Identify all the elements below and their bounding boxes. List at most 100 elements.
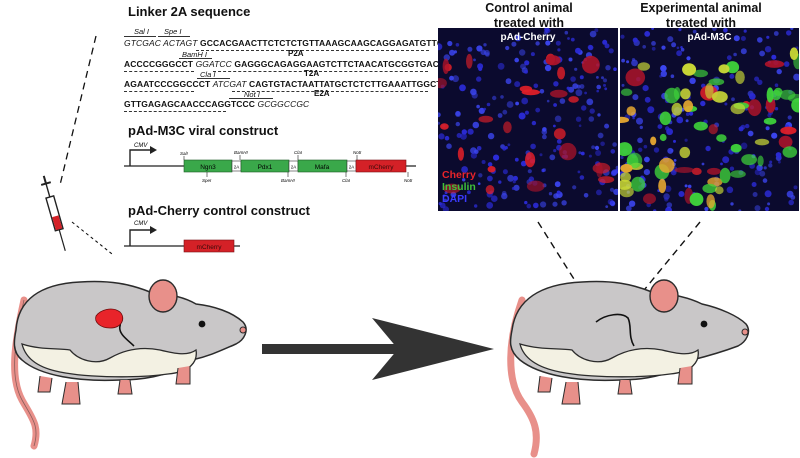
nucleus-dot: [773, 31, 779, 36]
nucleus-dot: [513, 175, 518, 181]
promoter-arrowhead-icon-2: [150, 226, 157, 234]
legend-dapi: DAPI: [442, 193, 468, 205]
control-column-title: Control animal treated with: [454, 1, 604, 31]
nucleus-dot: [733, 35, 740, 42]
nucleus-dot: [578, 151, 582, 155]
nucleus-dot: [492, 95, 497, 101]
cherry-construct-diagram: CMV mCherry: [124, 221, 240, 253]
nucleus-dot: [518, 112, 526, 120]
nucleus-dot: [443, 198, 447, 202]
nucleus-dot: [554, 115, 562, 123]
nucleus-dot: [591, 145, 595, 150]
nucleus-dot: [671, 42, 677, 48]
nucleus-dot: [487, 132, 495, 140]
nucleus-dot: [601, 76, 604, 80]
nucleus-dot: [438, 43, 443, 51]
cherry-cell: [443, 183, 461, 194]
nucleus-dot: [544, 64, 552, 72]
spe-i-site-bar: [158, 36, 190, 37]
nucleus-dot: [726, 186, 734, 194]
insulin-cell: [705, 83, 714, 99]
experimental-micrograph-cells: [620, 28, 799, 211]
nucleus-dot: [486, 102, 491, 107]
nucleus-dot: [442, 194, 446, 198]
e2a-underline: [232, 91, 428, 92]
nucleus-dot: [754, 76, 760, 82]
not-i-site-bar: [229, 98, 273, 99]
nucleus-dot: [666, 202, 673, 208]
insulin-cell: [620, 186, 634, 198]
nucleus-dot: [579, 175, 585, 180]
nucleus-dot: [673, 139, 676, 143]
experimental-panel-label: pAd-M3C: [687, 32, 732, 43]
control-panel-label: pAd-Cherry: [500, 32, 556, 43]
nucleus-dot: [700, 100, 706, 107]
nucleus-dot: [514, 57, 519, 63]
dashed-line-syringe-to-cherry: [71, 221, 113, 255]
nucleus-dot: [447, 40, 453, 47]
nucleus-dot: [596, 189, 602, 196]
nucleus-dot: [680, 47, 685, 52]
nucleus-dot: [556, 139, 562, 144]
insulin-cell: [689, 192, 704, 206]
nucleus-dot: [545, 40, 551, 46]
nucleus-dot: [588, 116, 595, 122]
nucleus-dot: [676, 46, 680, 50]
nucleus-dot: [603, 78, 607, 83]
nucleus-dot: [575, 89, 583, 97]
nucleus-dot: [767, 113, 772, 118]
sequence-p2a-part: GCCACGAACTTCTCTCTGTTAAAGCAAGCAGGAGATGTTG…: [200, 38, 482, 48]
nucleus-dot: [438, 133, 445, 140]
nucleus-dot: [639, 125, 643, 130]
nucleus-dot: [584, 91, 587, 95]
nucleus-dot: [514, 34, 522, 42]
nucleus-dot: [535, 41, 540, 46]
gene-mcherry-label: mCherry: [369, 164, 395, 171]
cmv-promoter-arrow: [129, 149, 150, 166]
nucleus-dot: [557, 48, 561, 52]
m3c-construct-title: pAd-M3C viral construct: [128, 123, 279, 138]
cherry-cell: [438, 78, 447, 89]
nucleus-dot: [764, 206, 770, 211]
sequence-row-4: GTTGAGAGCAACCCAGGTCCC GCGGCCGC: [124, 99, 309, 109]
nucleus-dot: [467, 128, 474, 135]
insulin-cell: [757, 155, 764, 167]
linker-title: Linker 2A sequence: [128, 4, 251, 19]
sequence-t2a-part: GAGGGCAGAGGAAGTCTTCTAACATGCGGTGACGTGGAGG: [234, 59, 485, 69]
nucleus-dot: [552, 201, 558, 207]
cherry-cell: [643, 193, 656, 204]
nucleus-dot: [575, 116, 582, 122]
nucleus-dot: [660, 70, 667, 77]
insulin-cell: [771, 89, 782, 101]
nucleus-dot: [644, 156, 650, 163]
nucleus-dot: [615, 165, 618, 170]
insulin-cell: [693, 69, 708, 78]
legend-cherry: Cherry: [442, 169, 476, 181]
insulin-cell: [680, 88, 691, 100]
nucleus-dot: [553, 81, 559, 87]
nucleus-dot: [704, 206, 709, 211]
nucleus-dot: [527, 169, 532, 174]
dashed-line-syringe-to-linker: [59, 35, 97, 186]
nucleus-dot: [515, 101, 519, 106]
sequence-row-3-a: AGAATCCCGGCCCT: [124, 79, 211, 89]
nucleus-dot: [539, 89, 545, 94]
nucleus-dot: [647, 106, 655, 114]
mouse-2-pancreas-outline: [595, 313, 635, 347]
nucleus-dot: [612, 142, 617, 147]
nucleus-dot: [759, 170, 766, 177]
p2a-label: P2A: [288, 49, 304, 58]
insulin-cell: [650, 136, 657, 146]
nucleus-dot: [720, 162, 723, 166]
syringe-icon: [40, 175, 66, 252]
cherry-gene-label: mCherry: [197, 244, 223, 251]
nucleus-dot: [621, 58, 625, 63]
insulin-cell: [791, 98, 799, 113]
insulin-cell: [693, 121, 708, 131]
nucleus-dot: [485, 52, 490, 57]
insulin-cell: [682, 63, 697, 76]
mouse-2-eye: [700, 320, 708, 328]
cherry-cell: [557, 66, 566, 80]
sequence-row-2-a: ACCCCGGGCCT: [124, 59, 194, 69]
